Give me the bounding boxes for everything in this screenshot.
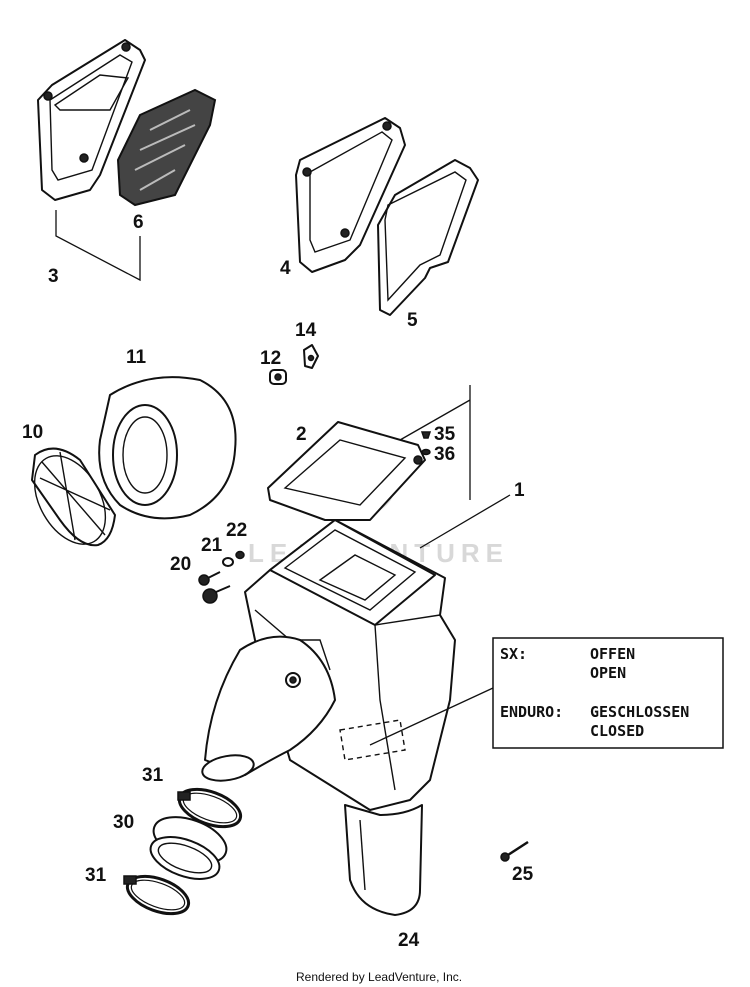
part-21-washer — [222, 557, 234, 567]
callout-4: 4 — [280, 258, 291, 279]
callout-24: 24 — [398, 930, 420, 951]
part-24-rear-tube — [344, 804, 423, 916]
part-36-washer — [421, 448, 431, 456]
callout-6: 6 — [133, 212, 144, 233]
part-31-hose-clamp-lower — [123, 874, 191, 916]
callout-14: 14 — [295, 320, 317, 341]
callout-35: 35 — [434, 424, 456, 445]
callout-10: 10 — [22, 422, 43, 443]
callout-21: 21 — [201, 535, 223, 556]
callout-36: 36 — [434, 444, 455, 465]
callout-31-upper: 31 — [142, 765, 164, 786]
bracket-3-6 — [55, 210, 141, 282]
leader-note — [369, 687, 494, 746]
part-6-filter-element — [116, 88, 217, 207]
part-11-air-filter — [98, 376, 237, 520]
callout-30: 30 — [113, 812, 134, 833]
callout-1: 1 — [514, 480, 525, 501]
note-sx-value-de: OFFEN — [590, 645, 635, 663]
callout-labels: 3 6 4 5 14 12 11 10 2 35 36 1 22 21 20 3… — [22, 212, 534, 951]
note-sx-label: SX: — [500, 645, 527, 663]
part-4-cover-frame — [295, 117, 406, 273]
note-sx-value-en: OPEN — [590, 664, 626, 682]
leader-1 — [419, 494, 511, 549]
callout-12: 12 — [260, 348, 281, 369]
note-enduro-value-de: GESCHLOSSEN — [590, 703, 689, 721]
note-box: SX: OFFEN OPEN ENDURO: GESCHLOSSEN CLOSE… — [492, 637, 724, 749]
part-22-nut — [235, 550, 245, 560]
callout-3: 3 — [48, 266, 59, 287]
part-10-filter-cage — [31, 447, 116, 547]
airbox-intake-elbow — [201, 635, 336, 782]
part-31-hose-clamp-upper — [177, 787, 243, 829]
part-3-cover-frame — [37, 39, 146, 201]
note-enduro-label: ENDURO: — [500, 703, 563, 721]
note-enduro-value-en: CLOSED — [590, 722, 644, 740]
part-30-rubber-boot — [149, 816, 228, 880]
callout-25: 25 — [512, 864, 534, 885]
footer-credit: Rendered by LeadVenture, Inc. — [296, 970, 462, 984]
callout-20: 20 — [170, 554, 191, 575]
callout-22: 22 — [226, 520, 247, 541]
bracket-35-36 — [399, 385, 471, 500]
part-35-screw — [420, 431, 432, 439]
callout-11: 11 — [126, 347, 147, 368]
part-25-pin — [500, 840, 529, 862]
callout-31-lower: 31 — [85, 865, 107, 886]
part-14-clip — [303, 344, 319, 369]
part-5-gasket — [377, 159, 479, 316]
part-2-cover — [267, 421, 426, 521]
callout-2: 2 — [296, 424, 307, 445]
part-20-screw — [198, 571, 231, 604]
callout-5: 5 — [407, 310, 418, 331]
part-12-grommet — [269, 369, 287, 385]
